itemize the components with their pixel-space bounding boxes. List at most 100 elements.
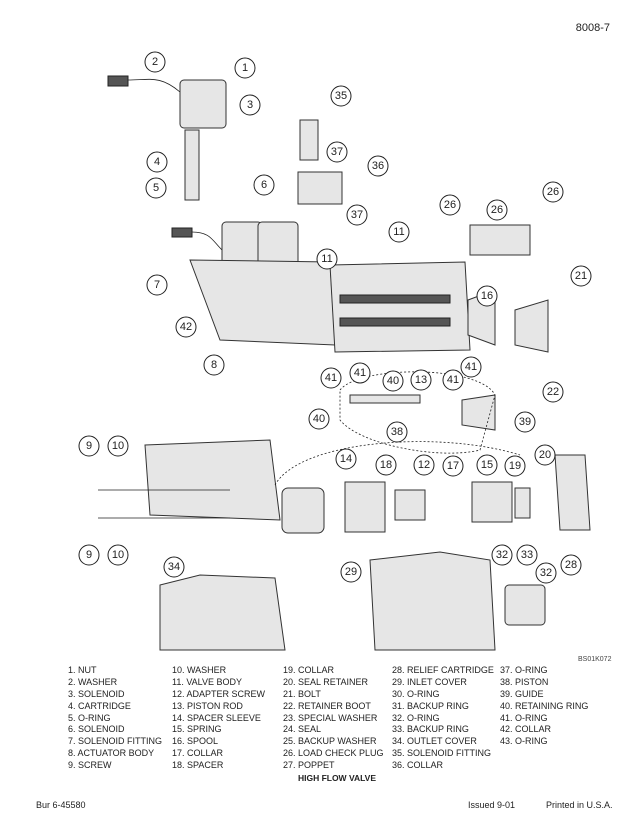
- callout-3: 3: [239, 94, 261, 116]
- legend-item: 36. COLLAR: [392, 760, 444, 771]
- callout-11: 11: [388, 221, 410, 243]
- legend-item: 25. BACKUP WASHER: [283, 736, 377, 747]
- callout-number: 11: [393, 226, 404, 238]
- legend-item: 3. SOLENOID: [68, 688, 125, 699]
- callout-35: 35: [330, 85, 352, 107]
- callout-7: 7: [146, 274, 168, 296]
- callout-circle: [439, 194, 461, 216]
- callout-29: 29: [340, 561, 362, 583]
- collar-19: [514, 487, 531, 519]
- callout-circle: [542, 181, 564, 203]
- callout-number: 28: [565, 559, 577, 571]
- callout-36: 36: [367, 155, 389, 177]
- legend-item: 29. INLET COVER: [392, 676, 467, 687]
- collar-36: [297, 171, 343, 205]
- legend-item: 37. O-RING: [500, 665, 548, 675]
- figure-code: BS01K072: [578, 656, 612, 663]
- callout-22: 22: [542, 381, 564, 403]
- footer-printed: Printed in U.S.A.: [546, 800, 613, 810]
- callout-40: 40: [382, 370, 404, 392]
- callout-38: 38: [386, 421, 408, 443]
- legend-item: 34. OUTLET COVER: [392, 736, 477, 747]
- legend-item: 7. SOLENOID FITTING: [68, 736, 163, 747]
- callout-number: 17: [447, 460, 459, 472]
- callout-16: 16: [476, 285, 498, 307]
- callout-circle: [386, 421, 408, 443]
- callout-number: 2: [152, 56, 158, 68]
- callout-26: 26: [542, 181, 564, 203]
- legend-item: 20. SEAL RETAINER: [283, 676, 369, 687]
- legend-item: 16. SPOOL: [172, 736, 219, 747]
- callout-circle: [504, 455, 526, 477]
- callout-number: 40: [313, 413, 325, 425]
- legend-item: 8. ACTUATOR BODY: [68, 748, 155, 759]
- callout-circle: [107, 435, 129, 457]
- callout-circle: [486, 199, 508, 221]
- callout-number: 22: [547, 386, 559, 398]
- callout-circle: [78, 435, 100, 457]
- legend-item: 31. BACKUP RING: [392, 700, 469, 711]
- callout-number: 10: [112, 440, 124, 452]
- callout-12: 12: [413, 454, 435, 476]
- legend-item: 5. O-RING: [68, 712, 111, 723]
- callout-circle: [442, 455, 464, 477]
- callout-circle: [516, 544, 538, 566]
- callout-circle: [514, 411, 536, 433]
- legend-item: 6. SOLENOID: [68, 724, 125, 735]
- callout-number: 11: [321, 253, 332, 265]
- callout-circle: [203, 354, 225, 376]
- legend-item: 11. VALVE BODY: [172, 676, 243, 687]
- callout-6: 6: [253, 174, 275, 196]
- callout-number: 20: [539, 449, 551, 461]
- callout-number: 5: [153, 182, 159, 194]
- callout-41: 41: [442, 369, 464, 391]
- relief-cartridge-28: [504, 584, 546, 626]
- legend-item: 27. POPPET: [283, 760, 335, 771]
- callout-circle: [442, 369, 464, 391]
- callout-number: 41: [325, 372, 337, 384]
- callout-circle: [346, 204, 368, 226]
- load-check-plug-26: [469, 224, 531, 256]
- callout-40: 40: [308, 408, 330, 430]
- callout-circle: [330, 85, 352, 107]
- callout-circle: [107, 544, 129, 566]
- callout-circle: [570, 265, 592, 287]
- legend-item: 2. WASHER: [68, 676, 118, 687]
- fitting-35: [299, 119, 319, 161]
- callout-number: 10: [112, 549, 124, 561]
- callout-circle: [163, 556, 185, 578]
- outlet-cover-34: [159, 574, 286, 651]
- callout-28: 28: [560, 554, 582, 576]
- callout-circle: [308, 408, 330, 430]
- callout-19: 19: [504, 455, 526, 477]
- legend-item: 10. WASHER: [172, 665, 227, 675]
- callout-10: 10: [107, 544, 129, 566]
- callout-37: 37: [326, 141, 348, 163]
- callout-39: 39: [514, 411, 536, 433]
- legend-item: 13. PISTON ROD: [172, 700, 243, 711]
- callout-circle: [335, 448, 357, 470]
- callout-10: 10: [107, 435, 129, 457]
- legend-item: 9. SCREW: [68, 760, 112, 771]
- callout-number: 34: [168, 561, 180, 573]
- callout-34: 34: [163, 556, 185, 578]
- callout-number: 35: [335, 90, 347, 102]
- callout-number: 1: [242, 62, 248, 74]
- callout-circle: [560, 554, 582, 576]
- callout-circle: [349, 362, 371, 384]
- callout-26: 26: [439, 194, 461, 216]
- callout-circle: [145, 177, 167, 199]
- page-number: 8008-7: [575, 22, 610, 34]
- spring-15: [471, 481, 513, 523]
- legend-item: 28. RELIEF CARTRIDGE: [392, 665, 494, 675]
- callout-8: 8: [203, 354, 225, 376]
- figure-caption: HIGH FLOW VALVE: [297, 773, 377, 783]
- callout-number: 26: [547, 186, 559, 198]
- callout-number: 29: [345, 566, 357, 578]
- callout-4: 4: [146, 151, 168, 173]
- legend-item: 1. NUT: [68, 665, 97, 675]
